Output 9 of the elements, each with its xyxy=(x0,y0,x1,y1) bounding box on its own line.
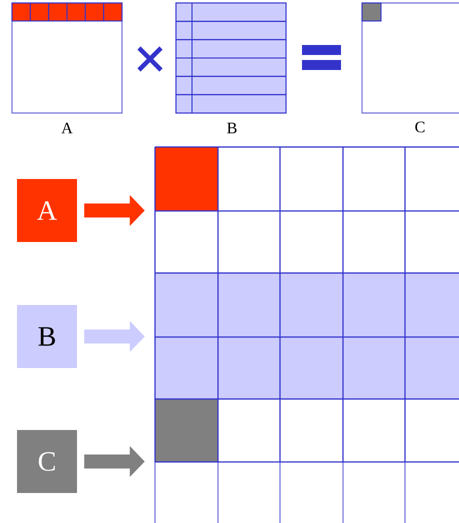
highlighted-region xyxy=(155,147,218,211)
matrix-key-box: A xyxy=(17,179,77,242)
highlighted-region xyxy=(155,273,459,399)
matrix-label: C xyxy=(415,122,424,132)
matrix-key-box: B xyxy=(17,305,77,368)
matrix-key-box: C xyxy=(17,430,77,493)
highlighted-region xyxy=(155,399,218,462)
matrix-label: A xyxy=(61,122,73,134)
matrix-label: B xyxy=(227,122,237,134)
